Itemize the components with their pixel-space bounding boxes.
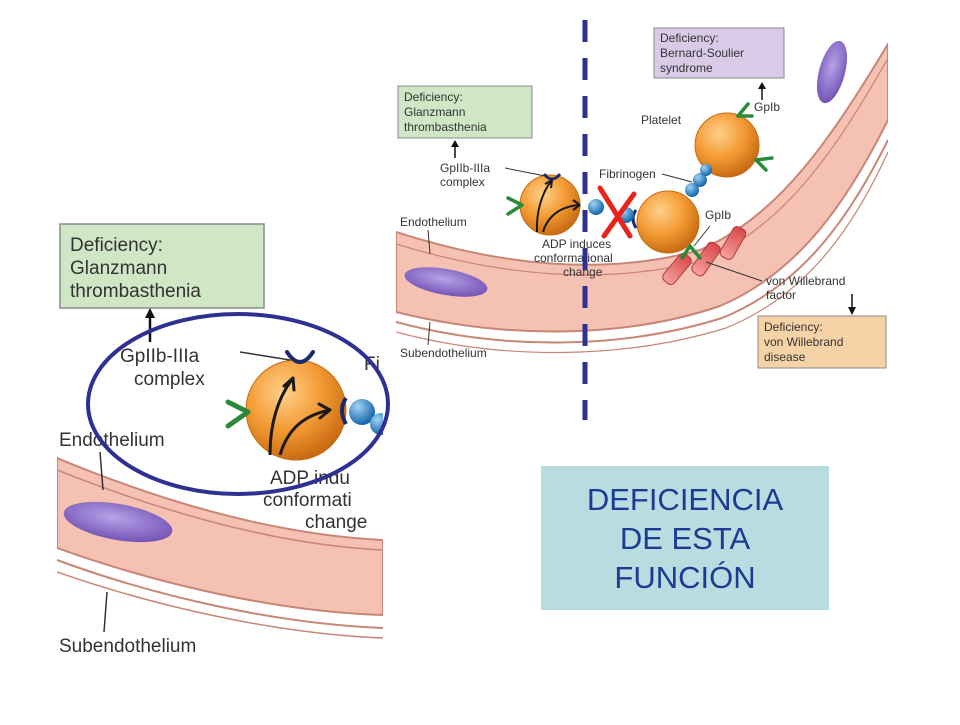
main-platelet-top: [694, 112, 760, 178]
zoom-panel: Deficiency: Glanzmann thrombasthenia GpI…: [57, 210, 383, 670]
main-endothelium-label: Endothelium: [400, 215, 467, 229]
glanzmann-line1: Deficiency:: [404, 90, 463, 104]
zoom-adp-label-line2: conformati: [263, 490, 352, 511]
glanzmann-line2: Glanzmann: [404, 105, 465, 119]
main-gp-label-line1: GpIIb-IIIa: [440, 161, 490, 175]
zoom-subendothelium-layer: [57, 559, 383, 629]
glanzmann-line3: thrombasthenia: [404, 120, 487, 134]
bernard-box-overlay: Deficiency: Bernard-Soulier syndrome: [653, 27, 785, 79]
main-vessel-wall: [396, 42, 888, 333]
zoom-vessel-wall: [57, 456, 383, 617]
vwf-pegs: [662, 226, 747, 285]
bernard-overlay-line1: Deficiency:: [660, 31, 719, 45]
caption-line1: DEFICIENCIA: [586, 481, 784, 517]
zoom-endothelial-cell: [63, 501, 173, 543]
zoom-adp-label-line3: change: [305, 512, 367, 533]
zoom-deficiency-line3: thrombasthenia: [70, 281, 201, 302]
deficiency-vwd-box: [757, 315, 887, 369]
vwd-line2: von Willebrand: [764, 335, 843, 349]
main-endothelial-cell-2: [816, 40, 848, 104]
bernard-overlay-line2: Bernard-Soulier: [660, 46, 744, 60]
deficiency-glanzmann-box: [397, 85, 533, 139]
zoom-deficiency-line2: Glanzmann: [70, 258, 167, 279]
main-platelet-middle: [636, 190, 700, 254]
zoom-gp-label-line2: complex: [134, 369, 205, 390]
highlight-circle: [86, 312, 390, 496]
main-diagram: Deficiency: Glanzmann thrombasthenia GpI…: [396, 40, 888, 370]
caption-line3: FUNCIÓN: [614, 559, 756, 595]
main-endothelial-cell: [404, 267, 488, 297]
vwd-line1: Deficiency:: [764, 320, 823, 334]
main-gpiib-iiia-receptor-icon: [542, 173, 562, 181]
zoom-deficiency-line1: Deficiency:: [70, 235, 163, 256]
vwf-label-line1: von Willebrand: [766, 274, 845, 288]
main-subendothelium-layer: [396, 139, 888, 344]
zoom-endothelium-label: Endothelium: [59, 430, 165, 451]
main-gp-label-line2: complex: [440, 175, 485, 189]
zoom-deficiency-glanzmann-box: [59, 223, 265, 309]
main-adp-label-line2: conformational: [534, 251, 613, 265]
blocked-x-icon: [597, 185, 637, 239]
zoom-gp-label-line1: GpIIb-IIIa: [120, 346, 200, 367]
gpib-top-label: GpIb: [754, 100, 780, 114]
main-fibrinogen-icon: [588, 199, 604, 215]
vwf-label-line2: factor: [766, 288, 796, 302]
bernard-overlay-line3: syndrome: [660, 61, 713, 75]
vwd-line3: disease: [764, 350, 806, 364]
zoom-adp-arrow-icon-2: [278, 408, 331, 456]
zoom-gpiib-iiia-receptor-icon: [285, 350, 315, 364]
caption-box: DEFICIENCIA DE ESTA FUNCIÓN: [541, 466, 829, 610]
platelet-label: Platelet: [641, 113, 682, 127]
main-adp-label-line3: change: [563, 265, 603, 279]
main-adp-label-line1: ADP induces: [542, 237, 611, 251]
gpib-label: GpIb: [705, 208, 731, 222]
zoom-fibrinogen-icon: [349, 399, 375, 425]
main-subendothelium-label: Subendothelium: [400, 346, 487, 360]
fibrinogen-label: Fibrinogen: [599, 167, 656, 181]
caption-line2: DE ESTA: [619, 520, 751, 556]
zoom-subendothelium-label: Subendothelium: [59, 636, 196, 657]
zoom-receptor-green-icon: [225, 399, 251, 429]
